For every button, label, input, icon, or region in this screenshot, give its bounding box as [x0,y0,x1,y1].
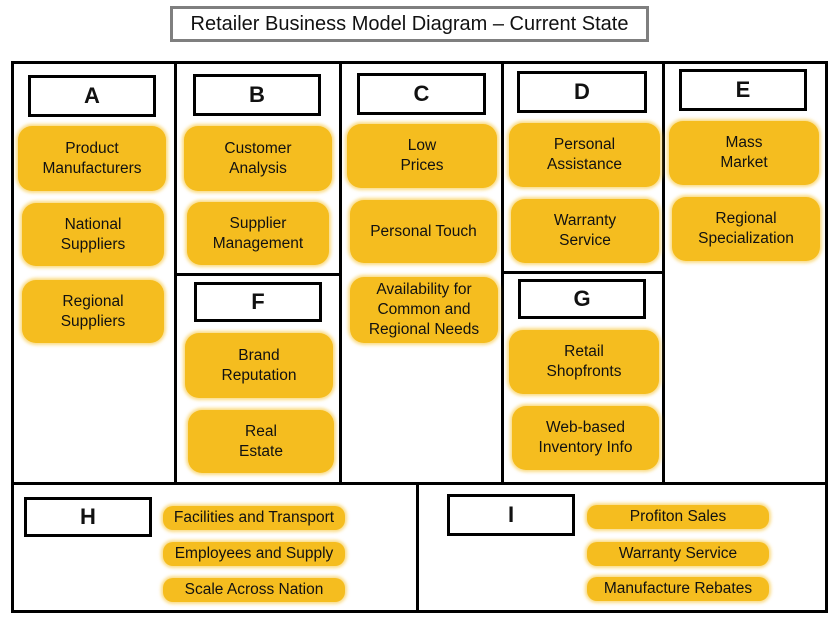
section-g-item: Web-based Inventory Info [512,406,659,470]
section-f-item: Brand Reputation [185,333,333,398]
section-f-header: F [194,282,322,322]
section-c-header: C [357,73,486,115]
section-c-item: Low Prices [347,124,497,188]
section-f-item: Real Estate [188,410,334,473]
section-e-item: Mass Market [669,121,819,185]
section-i-item: Warranty Service [587,542,769,566]
divider-h-i [416,482,419,613]
section-h-item: Employees and Supply [163,542,345,566]
section-h-item: Scale Across Nation [163,578,345,602]
divider-d-g [501,271,665,274]
section-i-header: I [447,494,575,536]
section-b-item: Supplier Management [187,202,329,265]
section-h-header: H [24,497,152,537]
section-d-item: Warranty Service [511,199,659,263]
section-c-item: Availability for Common and Regional Nee… [350,277,498,343]
frame-top [11,61,828,64]
section-g-item: Retail Shopfronts [509,330,659,394]
divider-b-f [174,273,342,276]
section-i-item: Profiton Sales [587,505,769,529]
section-a-item: National Suppliers [22,203,164,266]
section-b-header: B [193,74,321,116]
section-a-item: Regional Suppliers [22,280,164,343]
section-a-item: Product Manufacturers [18,126,166,191]
section-c-item: Personal Touch [350,200,497,263]
divider-horizontal-middle [11,482,828,485]
section-d-item: Personal Assistance [509,123,660,187]
divider-b-c [339,61,342,484]
section-g-header: G [518,279,646,319]
frame-bottom [11,610,828,613]
section-a-header: A [28,75,156,117]
section-e-header: E [679,69,807,111]
section-i-item: Manufacture Rebates [587,577,769,601]
divider-a-b [174,61,177,484]
section-b-item: Customer Analysis [184,126,332,191]
section-d-header: D [517,71,647,113]
section-h-item: Facilities and Transport [163,506,345,530]
frame-right [825,61,828,613]
diagram-title: Retailer Business Model Diagram – Curren… [170,6,649,42]
frame-left [11,61,14,613]
section-e-item: Regional Specialization [672,197,820,261]
